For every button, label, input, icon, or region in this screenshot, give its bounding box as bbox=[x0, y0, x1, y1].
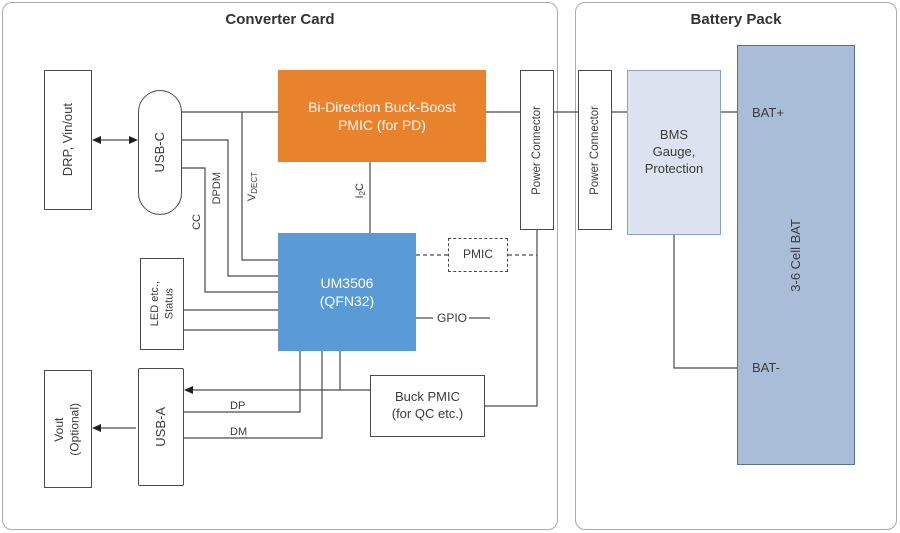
um3506-block: UM3506 (QFN32) bbox=[278, 233, 416, 351]
i2c-wire-label: I2C bbox=[354, 183, 368, 199]
power-connector-converter-block: Power Connector bbox=[520, 70, 554, 230]
dm-wire-label: DM bbox=[230, 426, 248, 438]
pmic-optional-block: PMIC bbox=[448, 238, 508, 272]
usb-a-label: USB-A bbox=[152, 407, 168, 447]
buck-boost-pmic-label: Bi-Direction Buck-Boost PMIC (for PD) bbox=[308, 98, 456, 133]
vout-optional-block: Vout (Optional) bbox=[44, 370, 92, 488]
bms-gauge-protection-block: BMS Gauge, Protection bbox=[627, 70, 721, 235]
led-status-label: LED etc., Status bbox=[148, 281, 175, 327]
converter-card-title: Converter Card bbox=[225, 11, 335, 28]
battery-pack-title: Battery Pack bbox=[690, 11, 782, 28]
vout-optional-label: Vout (Optional) bbox=[52, 402, 82, 456]
led-status-block: LED etc., Status bbox=[140, 258, 184, 350]
battery-cell-label: 3-6 Cell BAT bbox=[787, 218, 803, 292]
bms-gauge-protection-label: BMS Gauge, Protection bbox=[644, 127, 704, 176]
gpio-wire-label: GPIO bbox=[437, 311, 468, 325]
dpdm-wire-label: DPDM bbox=[211, 172, 223, 205]
power-connector-battery-block: Power Connector bbox=[578, 70, 612, 230]
buck-pmic-block: Buck PMIC (for QC etc.) bbox=[370, 375, 485, 437]
dp-wire-label: DP bbox=[230, 400, 246, 412]
power-connector-converter-label: Power Connector bbox=[530, 105, 543, 195]
pmic-optional-label: PMIC bbox=[463, 247, 493, 262]
battery-cell-block: BAT+ 3-6 Cell BAT BAT- bbox=[737, 45, 855, 465]
usb-c-block: USB-C bbox=[138, 90, 182, 215]
usb-a-block: USB-A bbox=[138, 368, 184, 486]
cc-wire-label: CC bbox=[191, 214, 203, 230]
drp-vin-out-block: DRP, Vin/out bbox=[44, 70, 92, 210]
bat-minus-label: BAT- bbox=[752, 360, 780, 375]
usb-c-label: USB-C bbox=[151, 132, 167, 173]
buck-pmic-label: Buck PMIC (for QC etc.) bbox=[391, 389, 464, 421]
buck-boost-pmic-block: Bi-Direction Buck-Boost PMIC (for PD) bbox=[278, 70, 486, 162]
bat-plus-label: BAT+ bbox=[752, 105, 784, 120]
vdect-wire-label: VDECT bbox=[246, 172, 260, 202]
power-connector-battery-label: Power Connector bbox=[588, 105, 601, 195]
drp-vin-out-label: DRP, Vin/out bbox=[59, 103, 75, 177]
um3506-label: UM3506 (QFN32) bbox=[319, 274, 375, 309]
